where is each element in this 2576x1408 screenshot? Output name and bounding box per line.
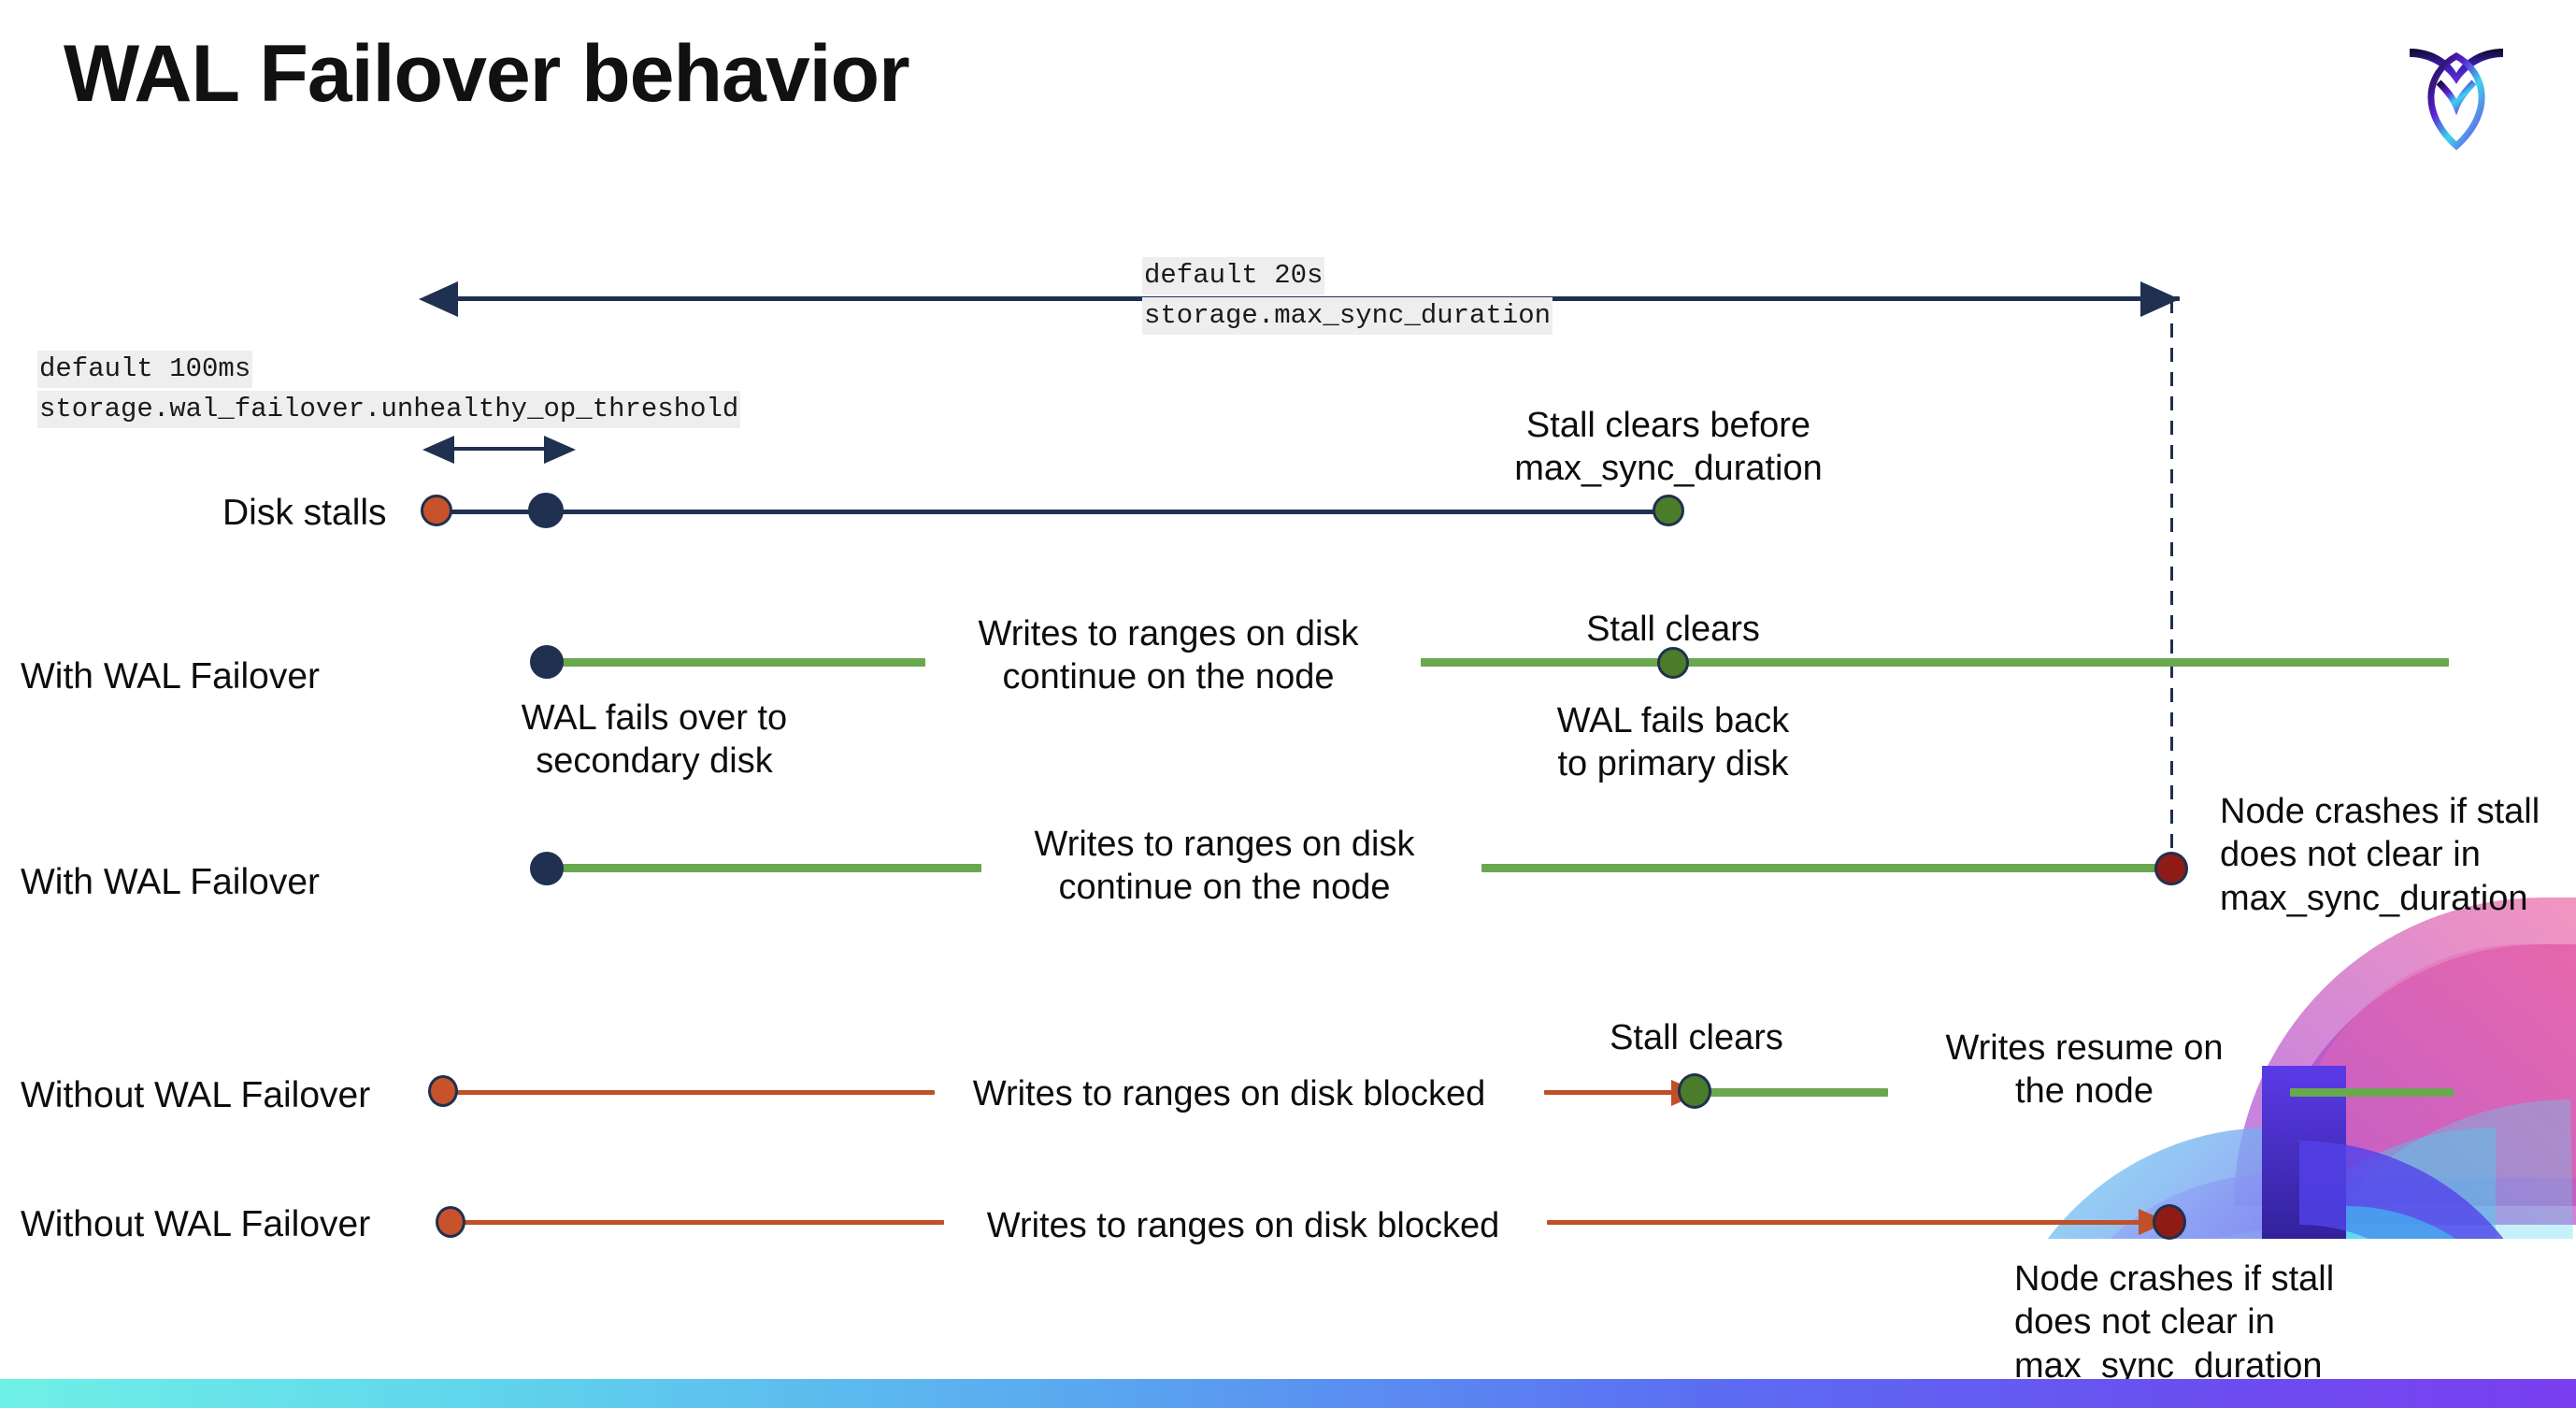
without-wal-failover-1-blocked-a bbox=[449, 1090, 935, 1095]
note-writes-continue-1: Writes to ranges on disk continue on the… bbox=[978, 614, 1359, 697]
marker-stall-clears-3 bbox=[1678, 1073, 1711, 1109]
marker-node-crash-1 bbox=[2154, 852, 2188, 885]
row-label-with-wal-failover-1: With WAL Failover bbox=[21, 656, 320, 697]
disk-stalls-timeline bbox=[439, 510, 1682, 514]
unhealthy-setting-label: storage.wal_failover.unhealthy_op_thresh… bbox=[37, 391, 741, 428]
cockroachdb-logo bbox=[2400, 30, 2512, 151]
note-wal-fails-over-secondary: WAL fails over to secondary disk bbox=[521, 698, 788, 782]
marker-stall-begins bbox=[421, 495, 452, 526]
marker-writes-blocked-2 bbox=[436, 1206, 465, 1238]
arrow-left-head-small-icon bbox=[422, 434, 454, 466]
bottom-gradient-bar bbox=[0, 1379, 2576, 1408]
row-label-without-wal-failover-2: Without WAL Failover bbox=[21, 1204, 371, 1244]
note-wal-fails-back-primary: WAL fails back to primary disk bbox=[1556, 701, 1790, 784]
note-stall-clears-before-max-sync: Stall clears before max_sync_duration bbox=[1514, 406, 1823, 489]
max-sync-setting-label: storage.max_sync_duration bbox=[1142, 297, 1553, 335]
without-wal-failover-1-resume-a bbox=[1696, 1088, 1888, 1097]
marker-stall-clears-2 bbox=[1657, 647, 1689, 679]
note-writes-resume: Writes resume on the node bbox=[1945, 1028, 2224, 1112]
unhealthy-default-label: default 100ms bbox=[37, 351, 253, 388]
without-wal-failover-1-resume-b bbox=[2290, 1088, 2454, 1097]
note-stall-clears-3: Stall clears bbox=[1610, 1018, 1783, 1057]
arrow-left-head-icon bbox=[419, 280, 458, 319]
with-wal-failover-2-segment-a bbox=[542, 864, 981, 872]
without-wal-failover-2-blocked-a bbox=[458, 1220, 944, 1225]
marker-wal-fails-over-1 bbox=[530, 645, 564, 679]
without-wal-failover-2-blocked-b bbox=[1547, 1220, 2154, 1225]
note-node-crashes-2: Node crashes if stall does not clear in … bbox=[2014, 1259, 2335, 1386]
marker-wal-fails-over-2 bbox=[530, 852, 564, 885]
marker-stall-clears-1 bbox=[1653, 495, 1684, 526]
note-writes-continue-2: Writes to ranges on disk continue on the… bbox=[1034, 825, 1415, 908]
arrow-right-head-icon bbox=[2140, 280, 2180, 319]
page-title: WAL Failover behavior bbox=[64, 29, 910, 119]
row-label-without-wal-failover-1: Without WAL Failover bbox=[21, 1075, 371, 1115]
row-label-with-wal-failover-2: With WAL Failover bbox=[21, 862, 320, 902]
unhealthy-threshold-span-line bbox=[436, 447, 563, 451]
max-sync-duration-dashed-guide bbox=[2170, 299, 2173, 879]
note-backdrop-box bbox=[1982, 1239, 2576, 1384]
note-writes-blocked-1: Writes to ranges on disk blocked bbox=[972, 1074, 1486, 1113]
note-node-crashes-1: Node crashes if stall does not clear in … bbox=[2220, 792, 2540, 918]
marker-node-crash-2 bbox=[2153, 1204, 2186, 1240]
marker-unhealthy-threshold bbox=[528, 493, 564, 528]
with-wal-failover-1-segment-b bbox=[1421, 658, 2449, 667]
with-wal-failover-2-segment-b bbox=[1481, 864, 2173, 872]
with-wal-failover-1-segment-a bbox=[542, 658, 925, 667]
row-label-disk-stalls: Disk stalls bbox=[222, 493, 387, 533]
note-stall-clears-2: Stall clears bbox=[1586, 610, 1760, 649]
marker-writes-blocked-1 bbox=[428, 1075, 458, 1107]
note-writes-blocked-2: Writes to ranges on disk blocked bbox=[986, 1206, 1500, 1245]
max-sync-default-label: default 20s bbox=[1142, 257, 1325, 295]
without-wal-failover-1-blocked-b bbox=[1544, 1090, 1684, 1095]
arrow-right-head-small-icon bbox=[544, 434, 576, 466]
